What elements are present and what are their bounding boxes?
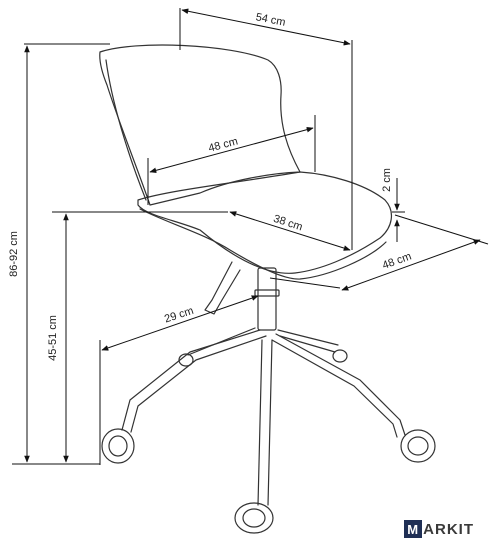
label-total-height: 86-92 cm [8,231,20,277]
logo-mark: M [404,520,423,538]
seat [137,171,393,274]
base-leg-front [257,339,263,506]
base-leg-back-right [277,329,339,346]
caster-back-right [332,349,348,363]
chair-outline [99,44,436,534]
label-seat-height: 45-51 cm [47,315,59,361]
label-seat-width: 48 cm [381,250,413,272]
label-top-width: 54 cm [255,11,287,28]
gas-lift [257,267,277,331]
backrest-inner [105,59,147,201]
label-base-radius: 29 cm [163,305,195,326]
gas-lift-collar [254,289,280,297]
dim-top-width-line [181,8,351,46]
dim-back-width-line [149,126,314,174]
dim-base-radius-line [101,295,259,351]
caster-back-left [178,353,194,367]
caster-left [101,428,135,464]
lever [204,261,241,315]
caster-right [400,429,436,463]
dimension-lines [12,8,489,465]
base-leg-right [275,333,406,436]
backrest [99,44,301,206]
label-seat-thickness: 2 cm [381,168,393,192]
dim-seat-width-line [341,239,481,291]
brand-logo: M ARKIT [404,520,474,538]
dim-seat-depth-line [229,211,351,251]
logo-text: ARKIT [423,520,474,538]
caster-front [234,502,274,534]
